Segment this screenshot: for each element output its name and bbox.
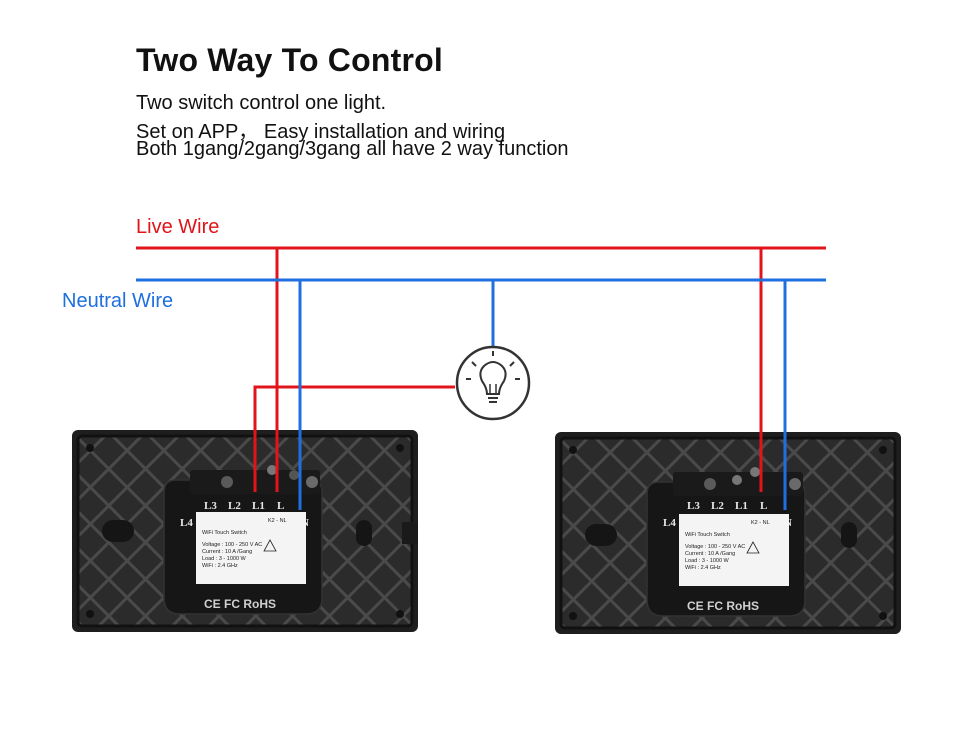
spec-sticker [679,514,789,586]
sticker-name: WiFi Touch Switch [685,532,730,538]
certification-marks: CE FC RoHS [204,597,276,611]
screw-hole [879,446,887,454]
mount-slot-right [841,522,857,548]
terminal-label: L1 [735,500,748,512]
screw-hole [569,612,577,620]
light-bulb-icon [455,345,531,421]
mount-slot-right [356,520,372,546]
description-line-1: Two switch control one light. [136,92,387,114]
terminal-label: L3 [687,500,700,512]
sticker-spec: Voltage : 100 - 250 V AC [685,544,745,550]
certification-marks: CE FC RoHS [687,599,759,613]
terminal-label: L4 [180,517,193,529]
lamp-feed-wire [253,385,455,492]
warning-icon [746,541,760,554]
sticker-model: K2 - NL [268,518,287,524]
sticker-spec: Current : 10 A /Gang [202,549,252,555]
page-title: Two Way To Control [136,42,443,78]
description-line-3: Both 1gang/2gang/3gang all have 2 way fu… [136,138,569,160]
spec-sticker [196,512,306,584]
sticker-spec: WiFi : 2.4 GHz [685,565,721,571]
warning-icon [263,539,277,552]
live-wire-label: Live Wire [136,216,220,238]
live-wire [136,246,826,492]
screw-hole [86,610,94,618]
terminal-label: L2 [228,500,241,512]
screw-hole [879,612,887,620]
sticker-spec: WiFi : 2.4 GHz [202,563,238,569]
neutral-wire-label: Neutral Wire [62,290,174,312]
switch-plate-left: L3 L2 L1 L L4 N K2 - NL WiFi Touch Switc… [72,430,418,632]
neutral-wire [136,278,826,510]
terminal-label: L1 [252,500,265,512]
sticker-name: WiFi Touch Switch [202,530,247,536]
sticker-spec: Voltage : 100 - 250 V AC [202,542,262,548]
sticker-spec: Load : 3 - 1000 W [685,558,730,564]
screw-hole [569,446,577,454]
switch-plate-right: L3 L2 L1 L L4 N K2 - NL WiFi Touch Switc… [555,432,901,634]
screw-hole [396,610,404,618]
terminal-label: L [760,500,767,512]
screw-hole [86,444,94,452]
screw-hole [396,444,404,452]
sticker-spec: Load : 3 - 1000 W [202,556,247,562]
sticker-model: K2 - NL [751,520,770,526]
terminal-label: L4 [663,517,676,529]
description-line-2: Set on APP， Easy installation and wiring [136,121,506,143]
terminal-label: L3 [204,500,217,512]
terminal-label: L [277,500,284,512]
mount-slot-left [102,520,134,542]
mount-slot-left [585,524,617,546]
terminal-label: L2 [711,500,724,512]
sticker-spec: Current : 10 A /Gang [685,551,735,557]
